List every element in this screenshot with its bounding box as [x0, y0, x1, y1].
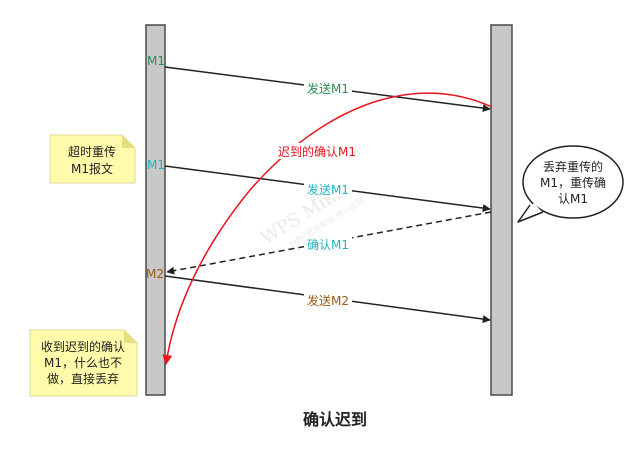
receive-late-note: 收到迟到的确认 M1，什么也不 做，直接丢弃: [29, 329, 138, 397]
callout-line-2: M1，重传确: [540, 175, 606, 190]
send-m2-label-bg: [304, 292, 352, 308]
late-ack-text: 迟到的确认M1: [278, 144, 356, 159]
m2-label: M2: [146, 267, 164, 281]
discard-callout: 丢弃重传的 M1，重传确 认M1: [517, 145, 624, 223]
ack-m1-text: 确认M1: [307, 238, 349, 252]
retransmit-note-line-2: M1报文: [71, 161, 113, 176]
ack-m1-label-bg: [304, 236, 352, 252]
callout-line-1: 丢弃重传的: [543, 159, 603, 174]
resend-m1-text: 发送M1: [307, 182, 349, 197]
receive-late-note-line-1: 收到迟到的确认: [41, 339, 125, 354]
receive-late-note-line-3: 做，直接丢弃: [47, 371, 119, 386]
diagram-caption: 确认迟到: [303, 410, 367, 429]
retransmit-note: 超时重传 M1报文: [49, 134, 136, 184]
send-m1-text: 发送M1: [307, 81, 349, 96]
receive-late-note-line-2: M1，什么也不: [44, 356, 122, 370]
sender-lifeline: [145, 24, 166, 396]
resend-m1-label-bg: [304, 181, 352, 197]
m1-resend-label: M1: [147, 158, 165, 172]
send-m1-label-bg: [304, 80, 352, 96]
late-ack-label-bg: [274, 143, 360, 159]
retransmit-note-line-1: 超时重传: [68, 144, 116, 159]
send-m2-text: 发送M2: [307, 293, 349, 308]
m1-label: M1: [147, 54, 165, 68]
callout-line-3: 认M1: [558, 192, 588, 206]
receiver-lifeline: [490, 24, 513, 396]
late-ack-arrow: [162, 92, 493, 365]
